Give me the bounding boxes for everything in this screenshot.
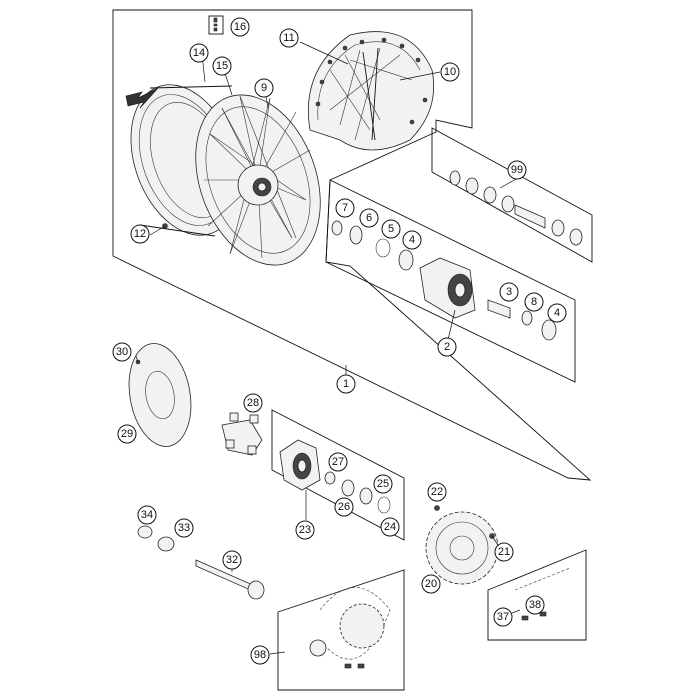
rear-sprocket: [425, 505, 499, 585]
svg-text:3: 3: [506, 286, 512, 298]
sprocket-carrier-frame: [271, 409, 405, 541]
callout-22: 22: [427, 482, 447, 502]
svg-text:24: 24: [384, 521, 396, 533]
callout-98: 98: [250, 645, 270, 665]
callout-26: 26: [334, 497, 354, 517]
rotation-arrow-icon: [125, 87, 159, 109]
svg-text:1: 1: [343, 378, 349, 390]
callout-14: 14: [189, 43, 209, 63]
valve-cap-icon: [208, 15, 224, 35]
callout-10: 10: [440, 62, 460, 82]
svg-text:8: 8: [531, 296, 537, 308]
svg-text:99: 99: [511, 164, 523, 176]
svg-text:30: 30: [116, 346, 128, 358]
callout-20: 20: [421, 574, 441, 594]
svg-text:21: 21: [498, 546, 510, 558]
svg-text:98: 98: [254, 649, 266, 661]
svg-text:6: 6: [366, 212, 372, 224]
rear-wheel: [130, 84, 321, 266]
svg-text:2: 2: [444, 341, 450, 353]
svg-text:37: 37: [497, 611, 509, 623]
hub-group-frame: [325, 179, 576, 383]
svg-text:4: 4: [554, 307, 560, 319]
callout-38: 38: [525, 595, 545, 615]
callout-23: 23: [295, 520, 315, 540]
svg-text:15: 15: [216, 60, 228, 72]
chain-frame: [487, 549, 587, 641]
axle-assembly: [137, 525, 265, 600]
svg-text:20: 20: [425, 578, 437, 590]
svg-text:16: 16: [234, 21, 246, 33]
chain-kit-frame: [277, 569, 405, 691]
brake-disc: [128, 343, 192, 447]
svg-text:38: 38: [529, 599, 541, 611]
svg-text:5: 5: [388, 223, 394, 235]
callout-99: 99: [507, 160, 527, 180]
svg-text:26: 26: [338, 501, 350, 513]
callout-8: 8: [524, 292, 544, 312]
callout-6: 6: [359, 208, 379, 228]
svg-text:22: 22: [431, 486, 443, 498]
sprocket-carrier-parts: [279, 439, 391, 514]
svg-text:9: 9: [261, 82, 267, 94]
callout-12: 12: [130, 224, 150, 244]
svg-text:29: 29: [121, 428, 133, 440]
chain-kit-parts: [309, 587, 391, 669]
svg-text:28: 28: [247, 397, 259, 409]
spoke-detail-magnifier: [307, 31, 435, 151]
svg-text:12: 12: [134, 228, 146, 240]
svg-text:33: 33: [178, 522, 190, 534]
callout-7: 7: [335, 198, 355, 218]
callout-30: 30: [112, 342, 132, 362]
svg-text:11: 11: [283, 32, 294, 44]
callout-29: 29: [117, 424, 137, 444]
svg-text:23: 23: [299, 524, 311, 536]
svg-text:7: 7: [342, 202, 348, 214]
cush-drive-dampers: [221, 412, 263, 456]
callout-32: 32: [222, 550, 242, 570]
callout-3: 3: [499, 282, 519, 302]
bearing-kit-frame: [431, 127, 593, 263]
svg-text:34: 34: [141, 509, 153, 521]
hub-parts: [331, 220, 557, 341]
callout-1: 1: [336, 374, 356, 394]
callout-9: 9: [254, 78, 274, 98]
callout-11: 11: [279, 28, 299, 48]
svg-text:25: 25: [377, 478, 389, 490]
callout-34: 34: [137, 505, 157, 525]
callout-25: 25: [373, 474, 393, 494]
callout-37: 37: [493, 607, 513, 627]
bearing-kit-parts: [449, 170, 583, 246]
callout-33: 33: [174, 518, 194, 538]
svg-text:10: 10: [444, 66, 456, 78]
callout-21: 21: [494, 542, 514, 562]
callout-28: 28: [243, 393, 263, 413]
callout-4-right: 4: [547, 303, 567, 323]
callout-27: 27: [328, 452, 348, 472]
callout-16: 16: [230, 17, 250, 37]
callout-5: 5: [381, 219, 401, 239]
chain-parts: [514, 567, 571, 621]
callout-2: 2: [437, 337, 457, 357]
svg-text:14: 14: [193, 47, 205, 59]
callout-15: 15: [212, 56, 232, 76]
callout-4-left: 4: [402, 230, 422, 250]
svg-text:32: 32: [226, 554, 238, 566]
callout-24: 24: [380, 517, 400, 537]
svg-text:27: 27: [332, 456, 344, 468]
svg-text:4: 4: [409, 234, 415, 246]
